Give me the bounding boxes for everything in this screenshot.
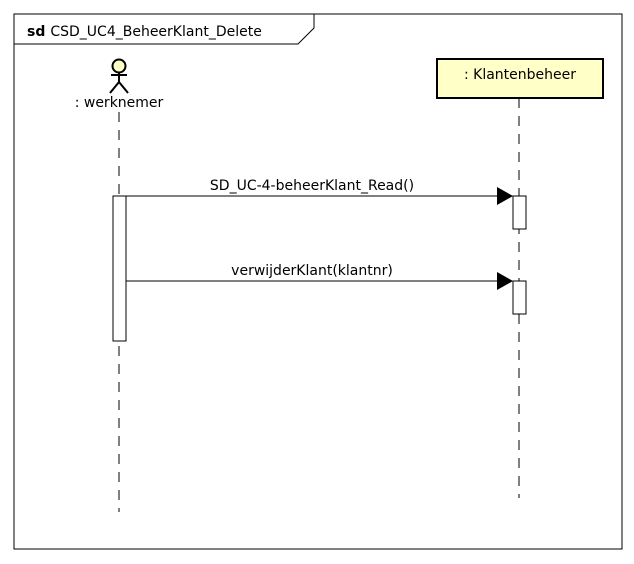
message-1-label: SD_UC-4-beheerKlant_Read() [210,178,414,194]
object-activation-bar-2 [512,280,527,315]
message-2-label: verwijderKlant(klantnr) [231,263,393,279]
object-activation-bar-1 [512,195,527,230]
actor-werknemer [109,58,129,94]
object-label: : Klantenbeheer [464,67,576,83]
actor-left-leg [109,81,120,94]
actor-head [111,58,127,74]
actor-label: : werknemer [75,95,164,111]
frame-keyword: sd [27,24,45,40]
frame-title-tab [14,14,315,45]
actor-right-leg [118,81,129,94]
message-1-arrowhead [497,187,513,205]
frame-title: sd CSD_UC4_BeheerKlant_Delete [27,24,262,40]
message-2-arrowhead [497,272,513,290]
frame-name: CSD_UC4_BeheerKlant_Delete [50,24,261,40]
actor-activation-bar [112,195,127,342]
object-klantenbeheer [436,58,604,99]
